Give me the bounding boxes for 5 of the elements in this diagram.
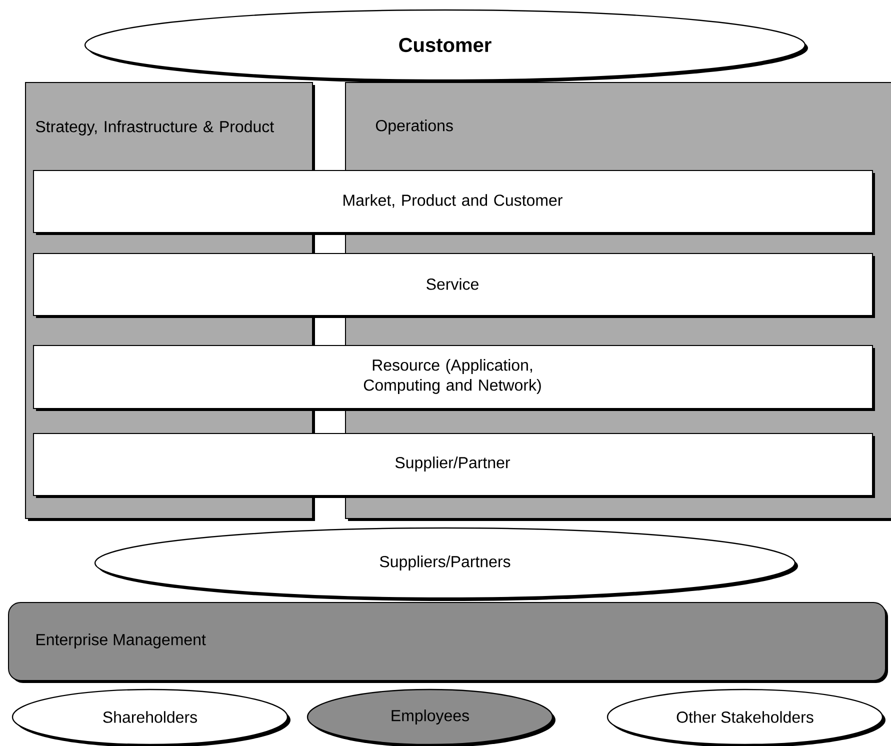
layer-box: Supplier/Partner bbox=[33, 433, 875, 498]
layer-box: Market, Product and Customer bbox=[33, 170, 875, 235]
layer-box: Resource (Application, Computing and Network) bbox=[33, 345, 875, 411]
management-band: Enterprise Management bbox=[8, 602, 888, 683]
layer-box: Service bbox=[33, 253, 875, 318]
